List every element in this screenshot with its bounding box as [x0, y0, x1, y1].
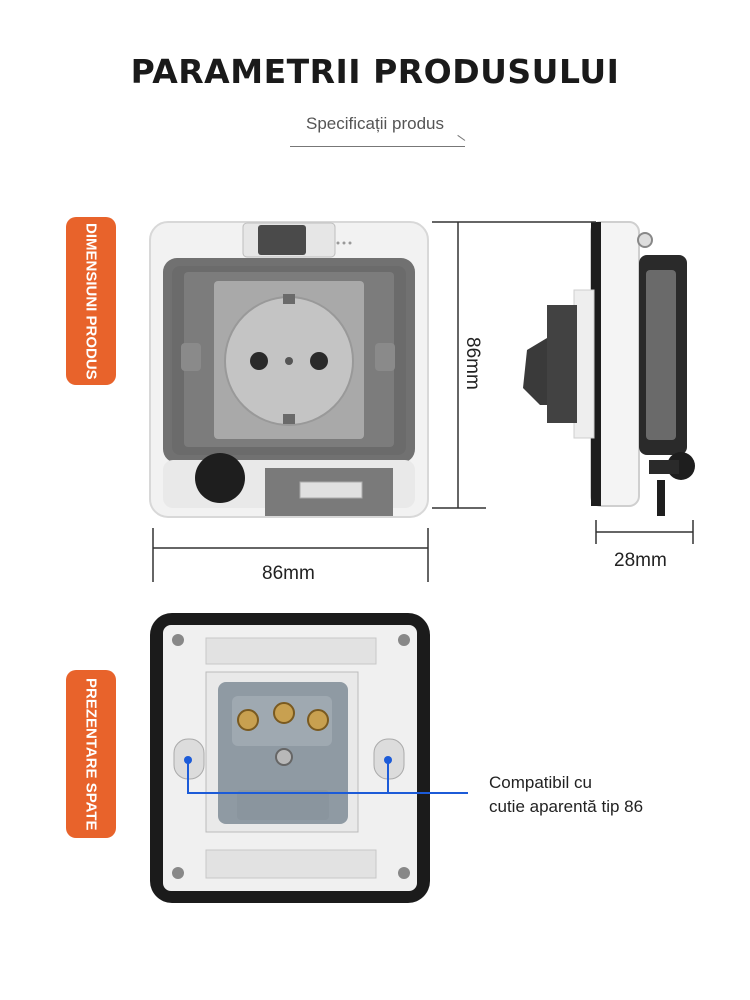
tag-dimensions-label: DIMENSIUNI PRODUS: [82, 222, 100, 380]
compatibility-note-line2: cutie aparentă tip 86: [489, 797, 644, 816]
height-label: 86mm: [462, 337, 483, 390]
page-title: PARAMETRII PRODUSULUI: [130, 52, 620, 91]
depth-label: 28mm: [614, 550, 667, 571]
compatibility-note-line1: Compatibil cu: [489, 773, 592, 792]
tag-back-view: PREZENTARE SPATE: [66, 670, 116, 838]
tag-back-view-label: PREZENTARE SPATE: [82, 677, 100, 831]
subtitle-underline: [290, 146, 465, 147]
tag-dimensions: DIMENSIUNI PRODUS: [66, 217, 116, 385]
callout-line: [187, 760, 468, 794]
width-label: 86mm: [262, 563, 315, 584]
page-subtitle: Specificații produs: [306, 114, 444, 133]
compatibility-note: Compatibil cu cutie aparentă tip 86: [489, 771, 643, 819]
